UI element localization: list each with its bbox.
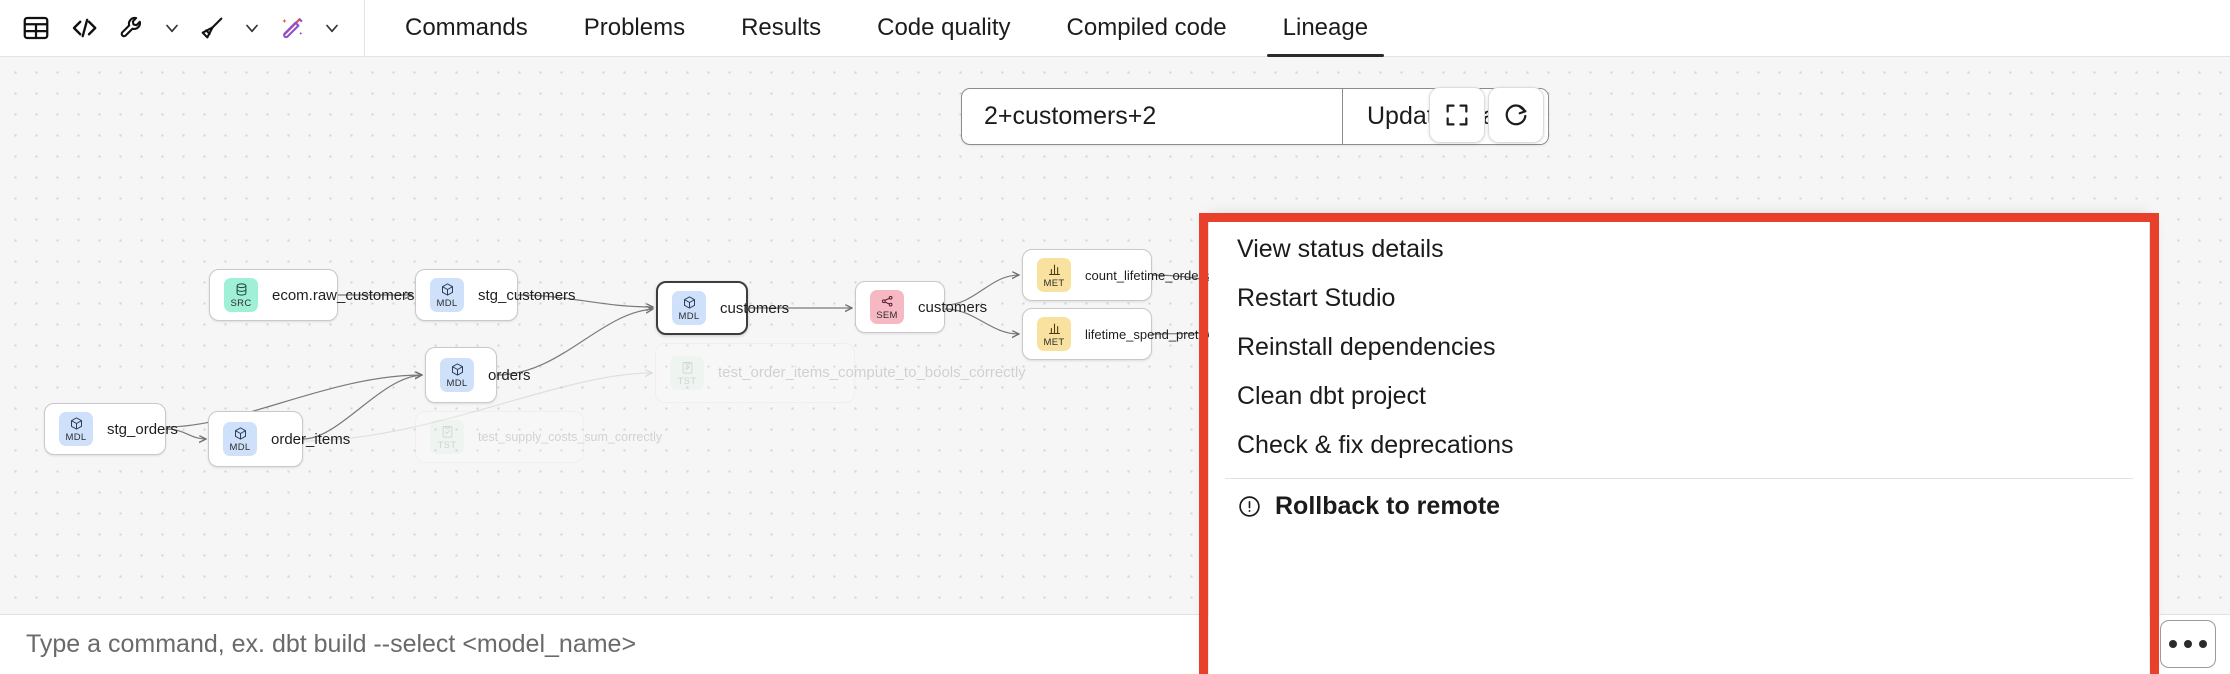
badge-type-label: SEM (876, 309, 898, 321)
lineage-node-customers-semantic[interactable]: SEM customers (855, 281, 987, 333)
lineage-node-lifetime-spend-pretax[interactable]: MET lifetime_spend_pretax (1022, 308, 1212, 360)
menu-item-check-fix-deprecations[interactable]: Check & fix deprecations (1209, 421, 2149, 470)
node-label: test_supply_costs_sum_correctly (478, 430, 663, 444)
node-label: customers (918, 298, 988, 316)
graph-search-input[interactable] (962, 89, 1342, 144)
tab-compiled-code[interactable]: Compiled code (1039, 0, 1255, 57)
menu-item-reinstall-dependencies[interactable]: Reinstall dependencies (1209, 323, 2149, 372)
node-label: lifetime_spend_pretax (1085, 326, 1213, 342)
tab-problems[interactable]: Problems (556, 0, 713, 57)
badge-type-label: MDL (436, 297, 458, 309)
toolbar-icon-group (0, 0, 360, 57)
met-badge-icon: MET (1037, 317, 1071, 351)
lineage-node-test-order-items[interactable]: TST test_order_items_compute_to_bools_co… (655, 343, 1026, 403)
sem-badge-icon: SEM (870, 290, 904, 324)
badge-type-label: TST (437, 439, 457, 451)
wrench-chevron-down-icon[interactable] (158, 8, 186, 48)
tab-label: Commands (405, 14, 528, 41)
tab-code-quality[interactable]: Code quality (849, 0, 1038, 57)
menu-item-clean-dbt-project[interactable]: Clean dbt project (1209, 372, 2149, 421)
tab-results[interactable]: Results (713, 0, 849, 57)
menu-item-label: Restart Studio (1237, 284, 1396, 312)
tab-commands[interactable]: Commands (377, 0, 556, 57)
node-label: stg_customers (478, 286, 576, 304)
panel-tabs: Commands Problems Results Code quality C… (377, 0, 1396, 57)
node-label: customers (720, 299, 790, 317)
fullscreen-icon[interactable] (1429, 87, 1485, 143)
menu-item-view-status-details[interactable]: View status details (1209, 225, 2149, 274)
dot (2199, 640, 2207, 648)
tab-label: Compiled code (1066, 14, 1227, 41)
menu-item-label: Clean dbt project (1237, 382, 1427, 410)
tab-label: Results (741, 14, 822, 41)
menu-item-restart-studio[interactable]: Restart Studio (1209, 274, 2149, 323)
wrench-icon[interactable] (110, 6, 154, 50)
node-label: order_items (271, 430, 351, 448)
lineage-node-count-lifetime-orders[interactable]: MET count_lifetime_orders (1022, 249, 1209, 301)
tab-label: Code quality (877, 14, 1011, 41)
mdl-badge-icon: MDL (223, 422, 257, 456)
badge-type-label: MET (1043, 336, 1065, 348)
lineage-node-stg-customers[interactable]: MDL stg_customers (415, 269, 576, 321)
badge-type-label: SRC (230, 297, 252, 309)
node-label: orders (488, 366, 531, 384)
mdl-badge-icon: MDL (672, 291, 706, 325)
magic-wand-icon[interactable] (270, 6, 314, 50)
lineage-node-customers-model[interactable]: MDL customers (656, 281, 789, 335)
badge-type-label: MDL (229, 441, 251, 453)
lineage-node-ecom-raw-customers[interactable]: SRC ecom.raw_customers (209, 269, 415, 321)
lineage-node-stg-orders[interactable]: MDL stg_orders (44, 403, 178, 455)
node-label: ecom.raw_customers (272, 286, 415, 304)
lineage-node-order-items[interactable]: MDL order_items (208, 411, 350, 467)
node-label: count_lifetime_orders (1085, 267, 1210, 283)
refresh-icon[interactable] (1488, 87, 1544, 143)
dot (2169, 640, 2177, 648)
mdl-badge-icon: MDL (430, 278, 464, 312)
broom-icon[interactable] (190, 6, 234, 50)
badge-type-label: MDL (678, 310, 700, 322)
tab-label: Problems (583, 14, 686, 41)
more-options-icon[interactable] (2160, 620, 2216, 668)
lineage-node-orders[interactable]: MDL orders (425, 347, 531, 403)
menu-item-label: Check & fix deprecations (1237, 431, 1514, 459)
badge-type-label: MET (1043, 277, 1065, 289)
magic-chevron-down-icon[interactable] (318, 8, 346, 48)
top-toolbar: Commands Problems Results Code quality C… (0, 0, 2230, 57)
table-view-icon[interactable] (14, 6, 58, 50)
studio-status-context-menu: View status details Restart Studio Reins… (1209, 213, 2149, 674)
lineage-node-test-supply-costs[interactable]: TST test_supply_costs_sum_correctly (415, 411, 662, 463)
broom-chevron-down-icon[interactable] (238, 8, 266, 48)
toolbar-divider (364, 0, 365, 57)
tst-badge-icon: TST (670, 356, 704, 390)
code-view-icon[interactable] (62, 6, 106, 50)
tab-lineage[interactable]: Lineage (1255, 0, 1396, 57)
badge-type-label: TST (677, 375, 697, 387)
menu-item-label: Reinstall dependencies (1237, 333, 1496, 361)
node-label: stg_orders (107, 420, 178, 438)
tst-badge-icon: TST (430, 420, 464, 454)
badge-type-label: MDL (65, 431, 87, 443)
alert-circle-icon (1237, 494, 1262, 519)
dot (2184, 640, 2192, 648)
mdl-badge-icon: MDL (440, 358, 474, 392)
menu-divider (1225, 478, 2133, 479)
node-label: test_order_items_compute_to_bools_correc… (718, 364, 1026, 382)
tab-label: Lineage (1282, 14, 1369, 41)
menu-item-label: Rollback to remote (1275, 492, 1501, 520)
met-badge-icon: MET (1037, 258, 1071, 292)
mdl-badge-icon: MDL (59, 412, 93, 446)
menu-item-rollback-to-remote[interactable]: Rollback to remote (1209, 482, 2149, 531)
menu-item-label: View status details (1237, 235, 1444, 263)
badge-type-label: MDL (446, 377, 468, 389)
src-badge-icon: SRC (224, 278, 258, 312)
